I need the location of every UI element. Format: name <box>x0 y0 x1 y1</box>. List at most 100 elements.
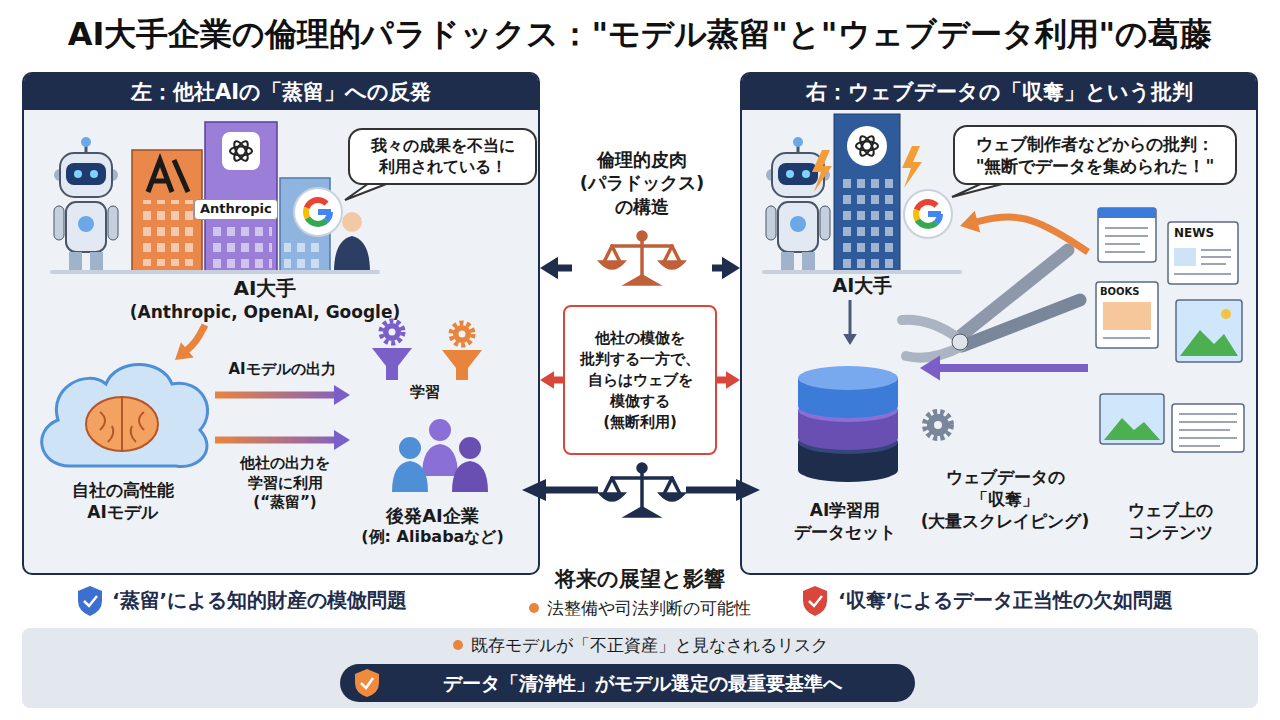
issue-label: ‘蒸留’による知的財産の模倣問題 <box>112 587 407 613</box>
pliers <box>902 320 958 338</box>
company-buildings <box>222 132 260 170</box>
shield-icon <box>354 668 380 698</box>
arrow-head <box>722 257 740 279</box>
funnel-icons <box>459 331 466 338</box>
funnel-icons <box>389 329 396 336</box>
shield-icon <box>355 669 379 697</box>
funnel-icons <box>372 321 482 380</box>
edge-label: 他社の出力を 学習に利用 (“蒸留”) <box>226 454 344 513</box>
web-documents <box>1174 250 1231 274</box>
web-documents <box>1103 337 1150 339</box>
dataset-cylinder: AI学習用 データセット <box>770 345 920 545</box>
connector-line <box>849 300 852 337</box>
connector-arrow <box>843 300 857 345</box>
conclusion-pill: データ「清浄性」がモデル選定の最重要基準へ <box>340 664 915 702</box>
speech-bubble: ウェブ制作者などからの批判： "無断でデータを集められた！" <box>953 125 1237 185</box>
funnel-icons <box>442 350 482 380</box>
scale-icon <box>546 487 598 494</box>
brand-label: Anthropic <box>194 198 278 220</box>
scale-icon <box>601 232 683 284</box>
company-buildings <box>230 139 252 163</box>
web-documents <box>1096 282 1158 348</box>
arrow-head <box>920 356 940 381</box>
company-buildings <box>284 238 324 268</box>
arrow-head <box>960 211 980 233</box>
node-text: (例: Alibabaなど) <box>361 527 503 548</box>
web-documents <box>1180 330 1238 356</box>
company-buildings <box>762 270 962 274</box>
section-heading: 将来の展望と影響 <box>440 566 840 593</box>
people-icon <box>429 419 451 441</box>
company-buildings <box>50 114 962 274</box>
funnel-icons <box>372 348 412 380</box>
document-label: BOOKS <box>1100 285 1140 298</box>
robot-figure <box>54 137 118 270</box>
web-documents <box>1098 208 1156 218</box>
document-label: BOOKS <box>1100 285 1140 298</box>
connector-arrow <box>175 325 205 360</box>
connector-arrow <box>540 257 572 279</box>
connector-arrow <box>540 371 563 388</box>
edge-label: 他社の出力を 学習に利用 (“蒸留”) <box>226 454 344 513</box>
web-documents <box>1096 208 1244 452</box>
bullet-item: 法整備や司法判断の可能性 <box>440 597 840 619</box>
connector-arrow <box>920 356 1088 381</box>
panel-heading: 左：他社AIの「蒸留」への反発 <box>24 74 538 110</box>
web-content: ウェブ上の コンテンツ <box>1088 200 1252 545</box>
node-text: ウェブ制作者などからの批判： "無断でデータを集められた！" <box>965 133 1225 177</box>
node-text: 自社の高性能 AIモデル <box>63 479 183 523</box>
web-documents <box>1168 222 1238 284</box>
company-buildings <box>902 146 922 188</box>
people-icon <box>452 461 488 492</box>
paradox-heading: 倫理的皮肉 (パラドックス) の構造 <box>572 140 712 300</box>
gear-icon <box>934 421 942 429</box>
follower-company: 後発AI企業(例: Alibabaなど) <box>350 335 515 550</box>
web-documents <box>1172 404 1244 452</box>
arrow-head <box>540 371 554 388</box>
paradox-box: 他社の模倣を 批判する一方で、 自らはウェブを 模倣する (無断利用) <box>563 305 717 455</box>
web-documents <box>1100 394 1164 444</box>
company-buildings <box>812 150 832 192</box>
web-documents <box>1104 418 1160 440</box>
pliers <box>906 346 962 358</box>
arrow-head <box>175 342 194 360</box>
database-cylinder <box>798 394 898 418</box>
web-documents <box>1179 414 1237 446</box>
node-text: 我々の成果を不当に 利用されている！ <box>360 136 525 178</box>
speech-bubble: 我々の成果を不当に 利用されている！ <box>348 128 537 185</box>
funnel-icons <box>381 321 403 343</box>
edge-label: AIモデルの出力 <box>213 360 351 380</box>
arrow-head <box>540 257 558 279</box>
company-buildings <box>840 176 894 268</box>
company-buildings <box>138 200 196 266</box>
company-buildings <box>50 270 380 274</box>
company-group: AI大手 <box>765 112 960 300</box>
scraping-label: ウェブデータの 「収奪」 (大量スクレイピング) <box>915 466 1095 532</box>
shield-icon <box>78 586 102 616</box>
company-buildings <box>904 190 952 238</box>
process-label: 学習 <box>402 383 448 403</box>
issue-label: ‘収奪’によるデータ正当性の欠如問題 <box>838 587 1173 613</box>
issue-label: ‘蒸留’による知的財産の模倣問題 <box>112 587 407 613</box>
people-icon <box>392 419 488 492</box>
scale-icon <box>522 479 546 501</box>
arrow-head <box>334 430 350 450</box>
company-buildings <box>205 122 277 272</box>
document-label: NEWS <box>1174 226 1214 242</box>
scale-icon <box>601 464 683 516</box>
shield-icon <box>361 678 373 688</box>
company-buildings <box>334 236 370 272</box>
web-documents <box>1221 309 1231 319</box>
cloud-brain <box>100 398 144 450</box>
document-label: NEWS <box>1174 226 1214 242</box>
scraping-label: ウェブデータの 「収奪」 (大量スクレイピング) <box>915 466 1095 532</box>
connector-arrow <box>215 385 350 405</box>
database-cylinder <box>798 366 898 390</box>
database-cylinder <box>798 366 898 482</box>
connector-arrow <box>960 211 1088 252</box>
company-buildings <box>148 160 188 192</box>
arrow-head <box>334 385 350 405</box>
cloud-brain <box>86 397 158 451</box>
company-group: AI大手(Anthropic, OpenAI, Google) <box>100 130 430 325</box>
connector-line <box>184 325 205 353</box>
